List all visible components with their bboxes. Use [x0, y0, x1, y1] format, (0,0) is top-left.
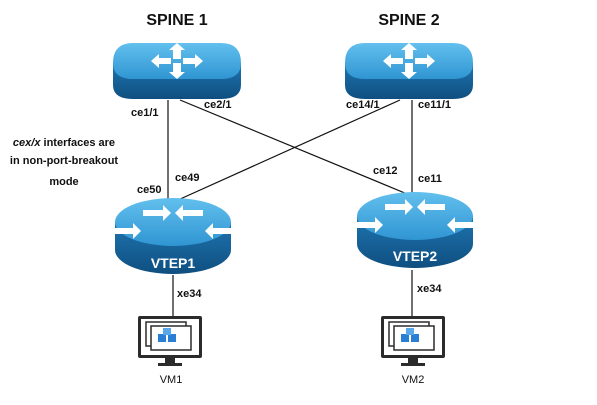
spine2-title: SPINE 2	[378, 12, 439, 29]
link-spine1-vtep2	[179, 99, 413, 197]
spine1-title: SPINE 1	[146, 12, 207, 29]
vtep2-port-left: ce12	[373, 165, 397, 177]
spine1-router-icon[interactable]	[113, 43, 241, 99]
note-line1: cex/x interfaces are	[13, 137, 115, 149]
vtep1-host-port: xe34	[177, 288, 202, 300]
vtep2-port-right: ce11	[418, 173, 442, 185]
vtep2-name: VTEP2	[393, 248, 438, 264]
vtep1-port-left: ce50	[137, 184, 161, 196]
spine2-router-icon[interactable]	[345, 43, 473, 99]
note-line1-rest: interfaces are	[40, 137, 115, 149]
vtep1-switch-icon[interactable]	[113, 198, 233, 274]
vm1-monitor-icon[interactable]	[138, 316, 202, 366]
spine1-port-right: ce2/1	[204, 99, 232, 111]
spine2-port-right: ce11/1	[418, 99, 451, 111]
vm2-label: VM2	[402, 374, 425, 386]
note-italic: cex/x	[13, 137, 41, 149]
vm1-label: VM1	[160, 374, 183, 386]
note-line2: in non-port-breakout	[10, 155, 118, 167]
links	[167, 99, 413, 316]
vtep2-switch-icon[interactable]	[355, 192, 475, 268]
vtep1-port-right: ce49	[175, 172, 199, 184]
vtep2-host-port: xe34	[417, 283, 442, 295]
link-spine2-vtep1	[177, 99, 401, 201]
note-line3: mode	[49, 176, 78, 188]
spine2-port-left: ce14/1	[346, 99, 380, 111]
spine1-port-left: ce1/1	[131, 107, 159, 119]
vm2-monitor-icon[interactable]	[381, 316, 445, 366]
vtep1-name: VTEP1	[151, 255, 196, 271]
